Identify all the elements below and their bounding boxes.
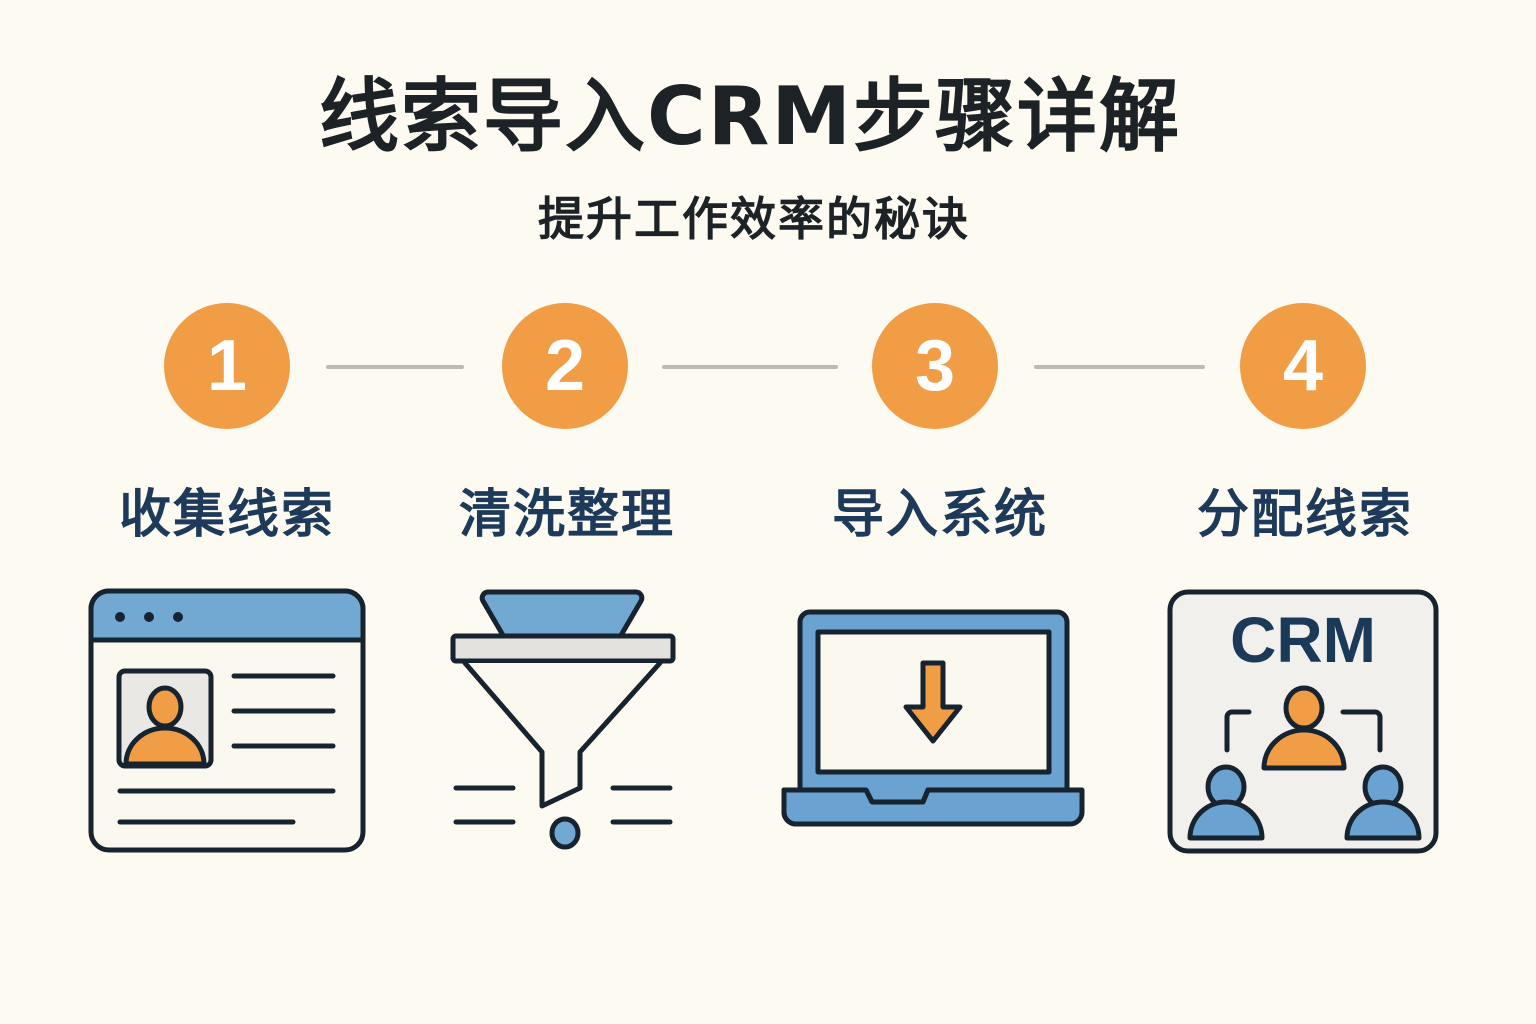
step-4-number-badge: 4	[1240, 303, 1366, 429]
browser-profile-icon	[88, 588, 366, 853]
connector-line-1-2	[326, 365, 464, 369]
step-3-number-badge: 3	[872, 303, 998, 429]
step-2-label: 清洗整理	[458, 485, 675, 545]
step-4-label: 分配线索	[1196, 485, 1413, 545]
crm-icon-text: CRM	[1230, 604, 1376, 676]
step-2-number-badge: 2	[502, 303, 628, 429]
page-subtitle: 提升工作效率的秘诀	[538, 192, 970, 246]
step-1-number-badge: 1	[164, 303, 290, 429]
laptop-download-icon	[781, 609, 1085, 827]
page-title: 线索导入CRM步骤详解	[319, 70, 1181, 163]
step-1-label: 收集线索	[118, 485, 335, 545]
connector-line-3-4	[1034, 365, 1205, 369]
connector-line-2-3	[662, 365, 838, 369]
funnel-icon	[450, 589, 676, 850]
crm-team-icon: CRM	[1167, 589, 1439, 854]
step-3-label: 导入系统	[831, 485, 1048, 545]
